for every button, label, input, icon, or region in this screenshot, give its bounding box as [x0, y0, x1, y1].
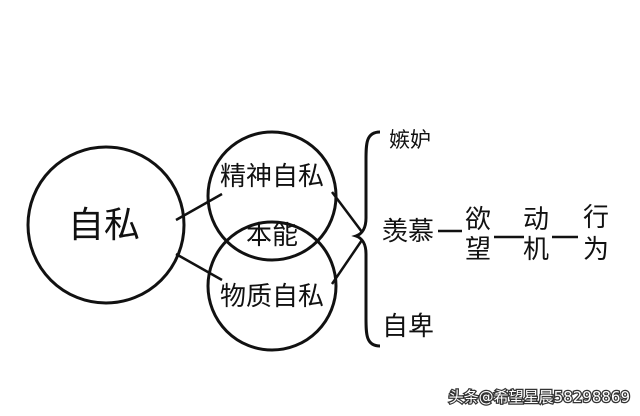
jealousy-label: 嫉妒: [389, 128, 431, 152]
motive-label-bottom: 机: [523, 235, 549, 265]
material-selfish-label: 物质自私: [220, 282, 324, 312]
connector-venn-lower: [330, 239, 364, 285]
selfish-label: 自私: [68, 205, 140, 246]
selfish-circle: [26, 145, 186, 305]
watermark: 头条@希望星晨58298869: [449, 388, 630, 406]
envy-label: 羡慕: [382, 217, 434, 247]
connector-to-material: [175, 252, 223, 282]
connector-venn-upper: [331, 191, 363, 233]
instinct-label: 本能: [246, 221, 298, 251]
connector-to-spiritual: [175, 192, 223, 222]
desire-label-bottom: 望: [465, 235, 491, 265]
spiritual-selfish-label: 精神自私: [220, 162, 324, 192]
action-label-bottom: 为: [583, 235, 609, 265]
inferiority-label: 自卑: [382, 312, 434, 342]
material-selfish-circle: [206, 220, 338, 352]
curly-brace: [351, 130, 381, 348]
motive-label-top: 动: [523, 205, 549, 235]
action-label-top: 行: [583, 203, 609, 233]
desire-label-top: 欲: [465, 205, 491, 235]
